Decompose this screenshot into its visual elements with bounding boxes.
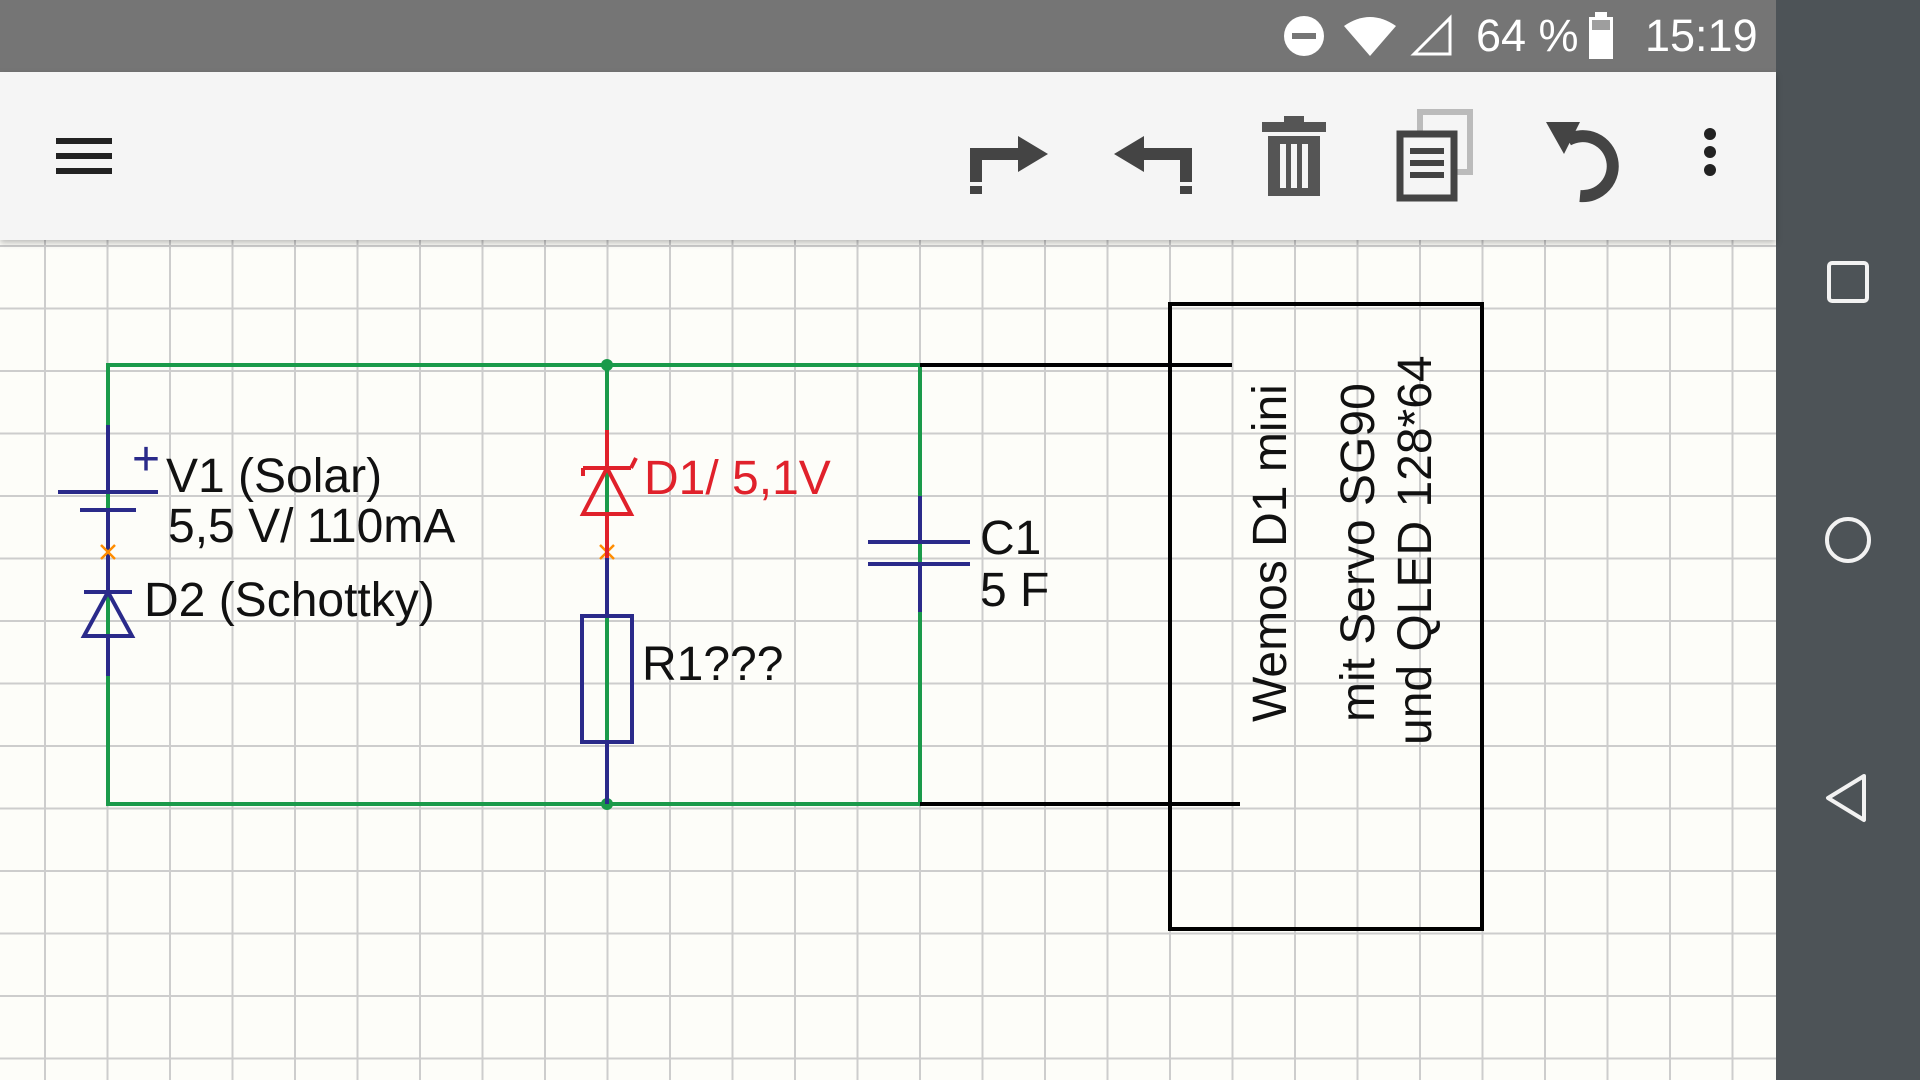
capacitor-c1-symbol[interactable] xyxy=(868,496,970,612)
app-toolbar xyxy=(0,72,1776,240)
battery-v1-value: 5,5 V/ 110mA xyxy=(168,500,455,553)
rotate-icon[interactable] xyxy=(1524,96,1644,216)
zener-d1-label: D1/ 5,1V xyxy=(644,452,831,505)
copy-icon[interactable] xyxy=(1372,96,1492,216)
menu-icon[interactable] xyxy=(24,96,144,216)
module-box[interactable] xyxy=(1168,302,1484,931)
mobile-signal-icon xyxy=(1410,14,1454,63)
resistor-r1-label: R1??? xyxy=(642,638,783,691)
pin-marker-v1 xyxy=(100,544,116,560)
undo-arrow-icon[interactable] xyxy=(1092,96,1212,216)
redo-arrow-icon[interactable] xyxy=(950,96,1070,216)
zener-d1-symbol[interactable] xyxy=(579,430,638,558)
junction-dot-top xyxy=(601,359,613,371)
wifi-icon xyxy=(1342,14,1398,63)
battery-icon xyxy=(1588,12,1614,65)
schematic-canvas[interactable]: + V1 (Solar) 5,5 V/ 110mA D2 (Schottky) … xyxy=(0,240,1776,1080)
module-label-line2: mit Servo SG90 xyxy=(1332,383,1385,722)
back-icon[interactable] xyxy=(1812,762,1884,834)
system-nav-bar xyxy=(1776,0,1920,1080)
battery-percent: 64 % xyxy=(1476,10,1579,61)
clock: 15:19 xyxy=(1645,10,1758,61)
module-label-line3: und QLED 128*64 xyxy=(1389,355,1442,745)
module-label-line1: Wemos D1 mini xyxy=(1244,384,1297,722)
diode-d2-symbol[interactable] xyxy=(80,550,136,676)
battery-v1-symbol[interactable] xyxy=(58,425,158,550)
status-bar: 64 % 15:19 xyxy=(0,0,1776,72)
more-options-icon[interactable] xyxy=(1650,96,1770,216)
resistor-r1-symbol[interactable] xyxy=(580,558,634,804)
battery-v1-name: V1 (Solar) xyxy=(166,450,382,503)
do-not-disturb-icon xyxy=(1282,14,1326,63)
battery-polarity-label: + xyxy=(132,433,160,486)
capacitor-c1-name: C1 xyxy=(980,512,1041,565)
home-icon[interactable] xyxy=(1812,504,1884,576)
diode-d2-label: D2 (Schottky) xyxy=(144,574,435,627)
module-wires xyxy=(920,363,1240,806)
capacitor-c1-value: 5 F xyxy=(980,564,1049,617)
delete-icon[interactable] xyxy=(1234,96,1354,216)
recent-apps-icon[interactable] xyxy=(1812,246,1884,318)
schematic-drawing: + V1 (Solar) 5,5 V/ 110mA D2 (Schottky) … xyxy=(58,302,1484,931)
